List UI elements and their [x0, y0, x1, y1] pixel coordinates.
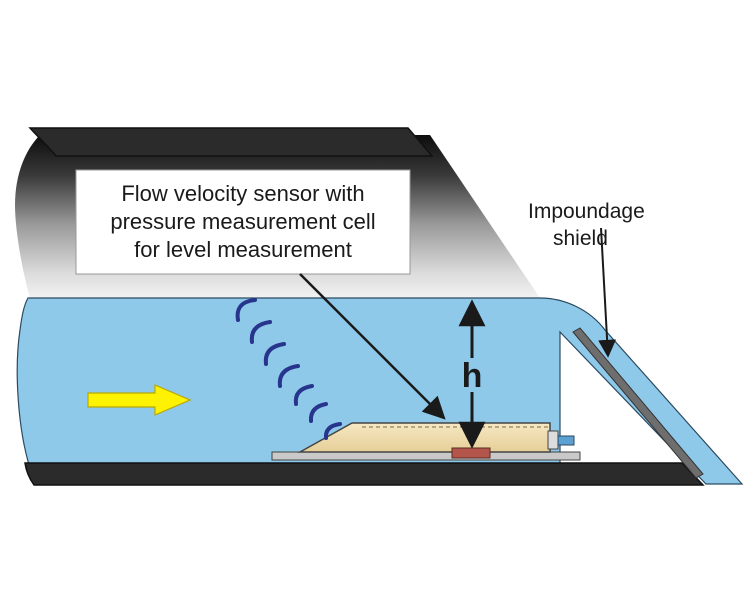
wave-arc-6	[308, 402, 328, 423]
callout-line-2: pressure measurement cell	[110, 209, 375, 234]
wave-arc-7	[323, 422, 342, 440]
wave-arc-5	[293, 384, 314, 406]
impoundage-shield	[572, 327, 704, 479]
level-label: h	[462, 357, 483, 395]
shield-label-line-2: shield	[553, 227, 608, 250]
sensor-end-cap	[547, 430, 559, 450]
mounting-plate	[271, 451, 581, 461]
callout-line-1: Flow velocity sensor with	[121, 181, 364, 206]
water-body	[16, 297, 744, 485]
callout-line-3: for level measurement	[134, 237, 352, 262]
cable-connector	[557, 435, 575, 446]
wave-arc-1	[235, 298, 257, 322]
shield-label-line-1: Impoundage	[528, 200, 645, 223]
level-label-bg	[458, 358, 486, 392]
ultrasonic-wave-icon	[235, 298, 342, 440]
pressure-cell	[451, 447, 491, 459]
callout-pointer	[299, 273, 446, 420]
pipe-bottom-wall	[24, 462, 705, 486]
callout-box	[75, 169, 411, 275]
pipe-upper-wall	[28, 127, 434, 157]
flow-direction-arrow-icon	[87, 384, 192, 416]
wave-arc-4	[277, 364, 300, 388]
wave-arc-2	[249, 320, 272, 344]
wave-arc-3	[263, 342, 286, 366]
shield-pointer	[598, 227, 617, 358]
